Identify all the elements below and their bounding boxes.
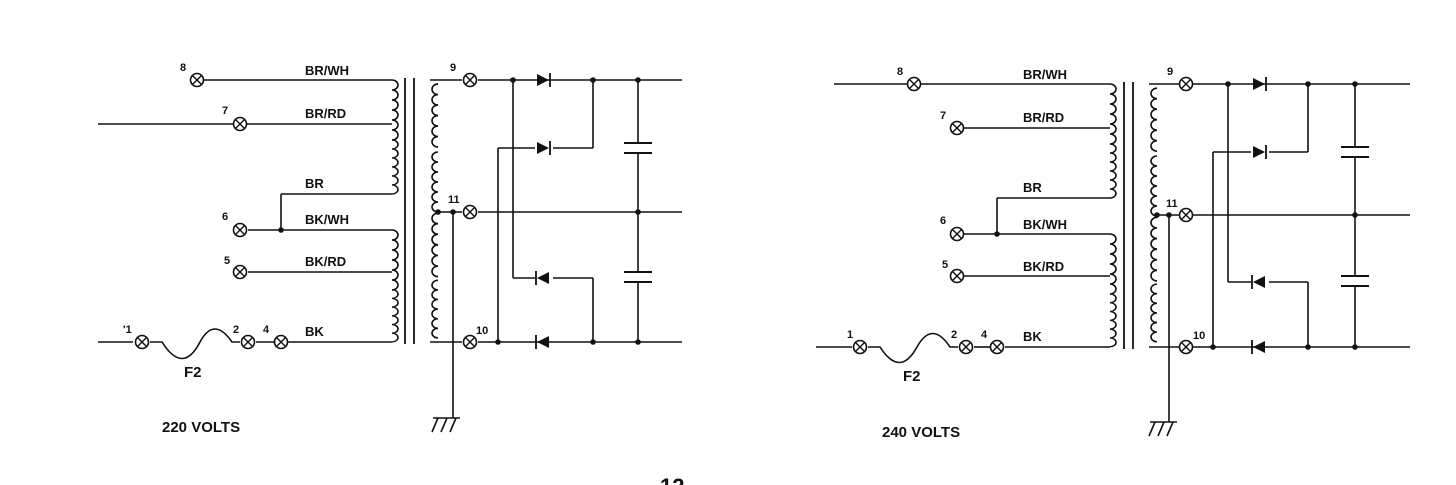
terminal-6	[949, 226, 965, 242]
terminal-11	[1178, 207, 1194, 223]
wire-label-bk-rd: BK/RD	[1023, 259, 1064, 274]
capacitor-c2	[1341, 275, 1369, 287]
diode-d1	[1253, 77, 1267, 91]
terminal-label-11: 11	[448, 194, 460, 206]
schematic-240-volts: 8 7 6 5 1 2 4 9 11 10 BR/WH BR/RD BR BK/…	[816, 66, 1410, 441]
terminal-7	[949, 120, 965, 136]
ground-symbol	[431, 417, 460, 433]
terminal-label-1: 1	[847, 329, 853, 341]
wire-label-br-wh: BR/WH	[305, 63, 349, 78]
terminal-8	[189, 72, 205, 88]
diode-d3	[535, 271, 549, 285]
terminal-1	[134, 334, 150, 350]
diode-d2	[1253, 145, 1267, 159]
diode-d4	[535, 335, 549, 349]
terminal-label-7: 7	[940, 110, 946, 122]
diode-d3	[1251, 275, 1265, 289]
schematic-220-volts: 8 7 6 5 '1 2 4 9 11 10 BR/WH BR/RD BR BK…	[98, 62, 682, 436]
terminal-label-7: 7	[222, 105, 228, 117]
primary-wiring	[816, 83, 1110, 348]
primary-coil-upper	[391, 79, 399, 195]
fuse-f2	[150, 328, 240, 360]
terminal-4	[273, 334, 289, 350]
terminal-label-1: '1	[123, 324, 132, 336]
terminal-label-2: 2	[951, 329, 957, 341]
primary-coil-lower	[391, 229, 399, 343]
wire-label-bk-rd: BK/RD	[305, 254, 346, 269]
capacitor-c1	[1341, 146, 1369, 158]
transformer-core	[404, 78, 415, 344]
terminal-2	[240, 334, 256, 350]
terminal-5	[232, 264, 248, 280]
terminal-7	[232, 116, 248, 132]
diode-d1	[537, 73, 551, 87]
terminal-label-11: 11	[1166, 198, 1178, 210]
terminal-label-10: 10	[476, 325, 488, 337]
terminal-label-6: 6	[940, 215, 946, 227]
wire-label-bk-wh: BK/WH	[1023, 217, 1067, 232]
terminal-9	[1178, 76, 1194, 92]
terminal-9	[462, 72, 478, 88]
terminal-label-9: 9	[450, 62, 456, 74]
terminal-6	[232, 222, 248, 238]
ground-symbol	[1148, 421, 1177, 437]
wire-label-bk: BK	[305, 324, 324, 339]
terminal-4	[989, 339, 1005, 355]
terminal-label-4: 4	[263, 324, 270, 336]
wire-label-bk-wh: BK/WH	[305, 212, 349, 227]
terminal-label-2: 2	[233, 324, 239, 336]
terminal-8	[906, 76, 922, 92]
capacitor-c1	[624, 142, 652, 154]
terminal-label-5: 5	[942, 259, 948, 271]
wire-label-br-wh: BR/WH	[1023, 67, 1067, 82]
voltage-title: 240 VOLTS	[882, 424, 960, 441]
wire-label-br-rd: BR/RD	[305, 106, 346, 121]
terminal-10	[1178, 339, 1194, 355]
fuse-f2	[868, 332, 958, 364]
primary-wiring	[98, 79, 392, 343]
diode-d4	[1251, 340, 1265, 354]
junction-dots	[278, 77, 641, 345]
diode-d2	[537, 141, 551, 155]
voltage-title: 220 VOLTS	[162, 419, 240, 436]
fuse-label: F2	[184, 364, 202, 381]
page-number: 12	[660, 474, 684, 485]
terminal-2	[958, 339, 974, 355]
secondary-wiring	[1149, 83, 1410, 422]
capacitor-c2	[624, 271, 652, 283]
terminal-label-9: 9	[1167, 66, 1173, 78]
wire-label-bk: BK	[1023, 329, 1042, 344]
terminal-label-4: 4	[981, 329, 988, 341]
wire-label-br: BR	[305, 176, 324, 191]
primary-coil-lower	[1109, 233, 1117, 348]
wire-label-br: BR	[1023, 180, 1042, 195]
wire-label-br-rd: BR/RD	[1023, 110, 1064, 125]
junction-dots	[994, 81, 1358, 350]
terminal-label-6: 6	[222, 211, 228, 223]
fuse-label: F2	[903, 368, 921, 385]
terminal-5	[949, 268, 965, 284]
secondary-wiring	[430, 79, 682, 418]
terminal-label-8: 8	[180, 62, 186, 74]
terminal-11	[462, 204, 478, 220]
terminal-label-8: 8	[897, 66, 903, 78]
terminal-label-5: 5	[224, 255, 230, 267]
primary-coil-upper	[1109, 83, 1117, 199]
terminal-10	[462, 334, 478, 350]
terminal-label-10: 10	[1193, 330, 1205, 342]
terminal-1	[852, 339, 868, 355]
transformer-core	[1123, 82, 1134, 349]
